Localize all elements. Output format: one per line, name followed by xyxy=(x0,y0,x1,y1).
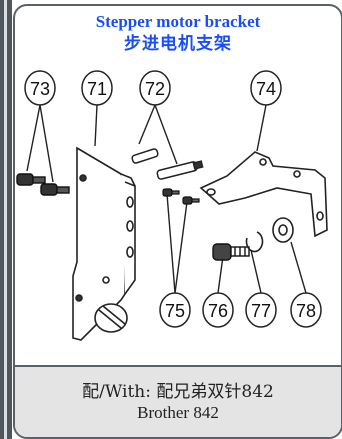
exploded-view-svg: 73 71 72 74 75 76 xyxy=(16,70,328,341)
left-edge-highlight xyxy=(4,0,7,439)
card-header: Stepper motor bracket 步进电机支架 xyxy=(15,6,341,64)
callout-76: 76 xyxy=(202,292,234,328)
compatibility-line-2: Brother 842 xyxy=(137,403,219,422)
callout-71-label: 71 xyxy=(87,79,107,99)
standoffs-72 xyxy=(131,148,204,180)
leader-lines xyxy=(26,104,307,294)
callout-77-label: 77 xyxy=(251,301,271,321)
callout-72-label: 72 xyxy=(145,79,165,99)
callout-76-label: 76 xyxy=(208,301,228,321)
callout-73: 73 xyxy=(24,70,56,106)
callout-78-label: 78 xyxy=(296,301,316,321)
compatibility-line-1: 配/With: 配兄弟双针842 xyxy=(82,382,274,402)
title-english: Stepper motor bracket xyxy=(95,12,261,31)
bracket-arm-74 xyxy=(199,151,328,238)
callout-78: 78 xyxy=(290,292,322,328)
washer-77 xyxy=(245,231,264,253)
bracket-plate-71 xyxy=(72,146,136,341)
callout-72: 72 xyxy=(139,70,171,106)
callout-74-label: 74 xyxy=(256,79,276,99)
callout-75: 75 xyxy=(159,292,191,328)
compatibility-footer: 配/With: 配兄弟双针842 Brother 842 xyxy=(15,365,341,437)
washer-78 xyxy=(272,217,294,243)
parts-diagram: 73 71 72 74 75 76 xyxy=(15,66,341,362)
screws-75 xyxy=(162,188,200,205)
callout-71: 71 xyxy=(81,70,113,106)
callout-73-label: 73 xyxy=(30,79,50,99)
callout-75-label: 75 xyxy=(165,301,185,321)
screws-73 xyxy=(16,173,70,196)
callout-74: 74 xyxy=(250,70,282,106)
bolt-76 xyxy=(212,243,250,261)
parts-card: Stepper motor bracket 步进电机支架 73 71 72 74 xyxy=(13,4,342,439)
title-chinese: 步进电机支架 xyxy=(124,34,232,54)
callout-77: 77 xyxy=(245,292,277,328)
